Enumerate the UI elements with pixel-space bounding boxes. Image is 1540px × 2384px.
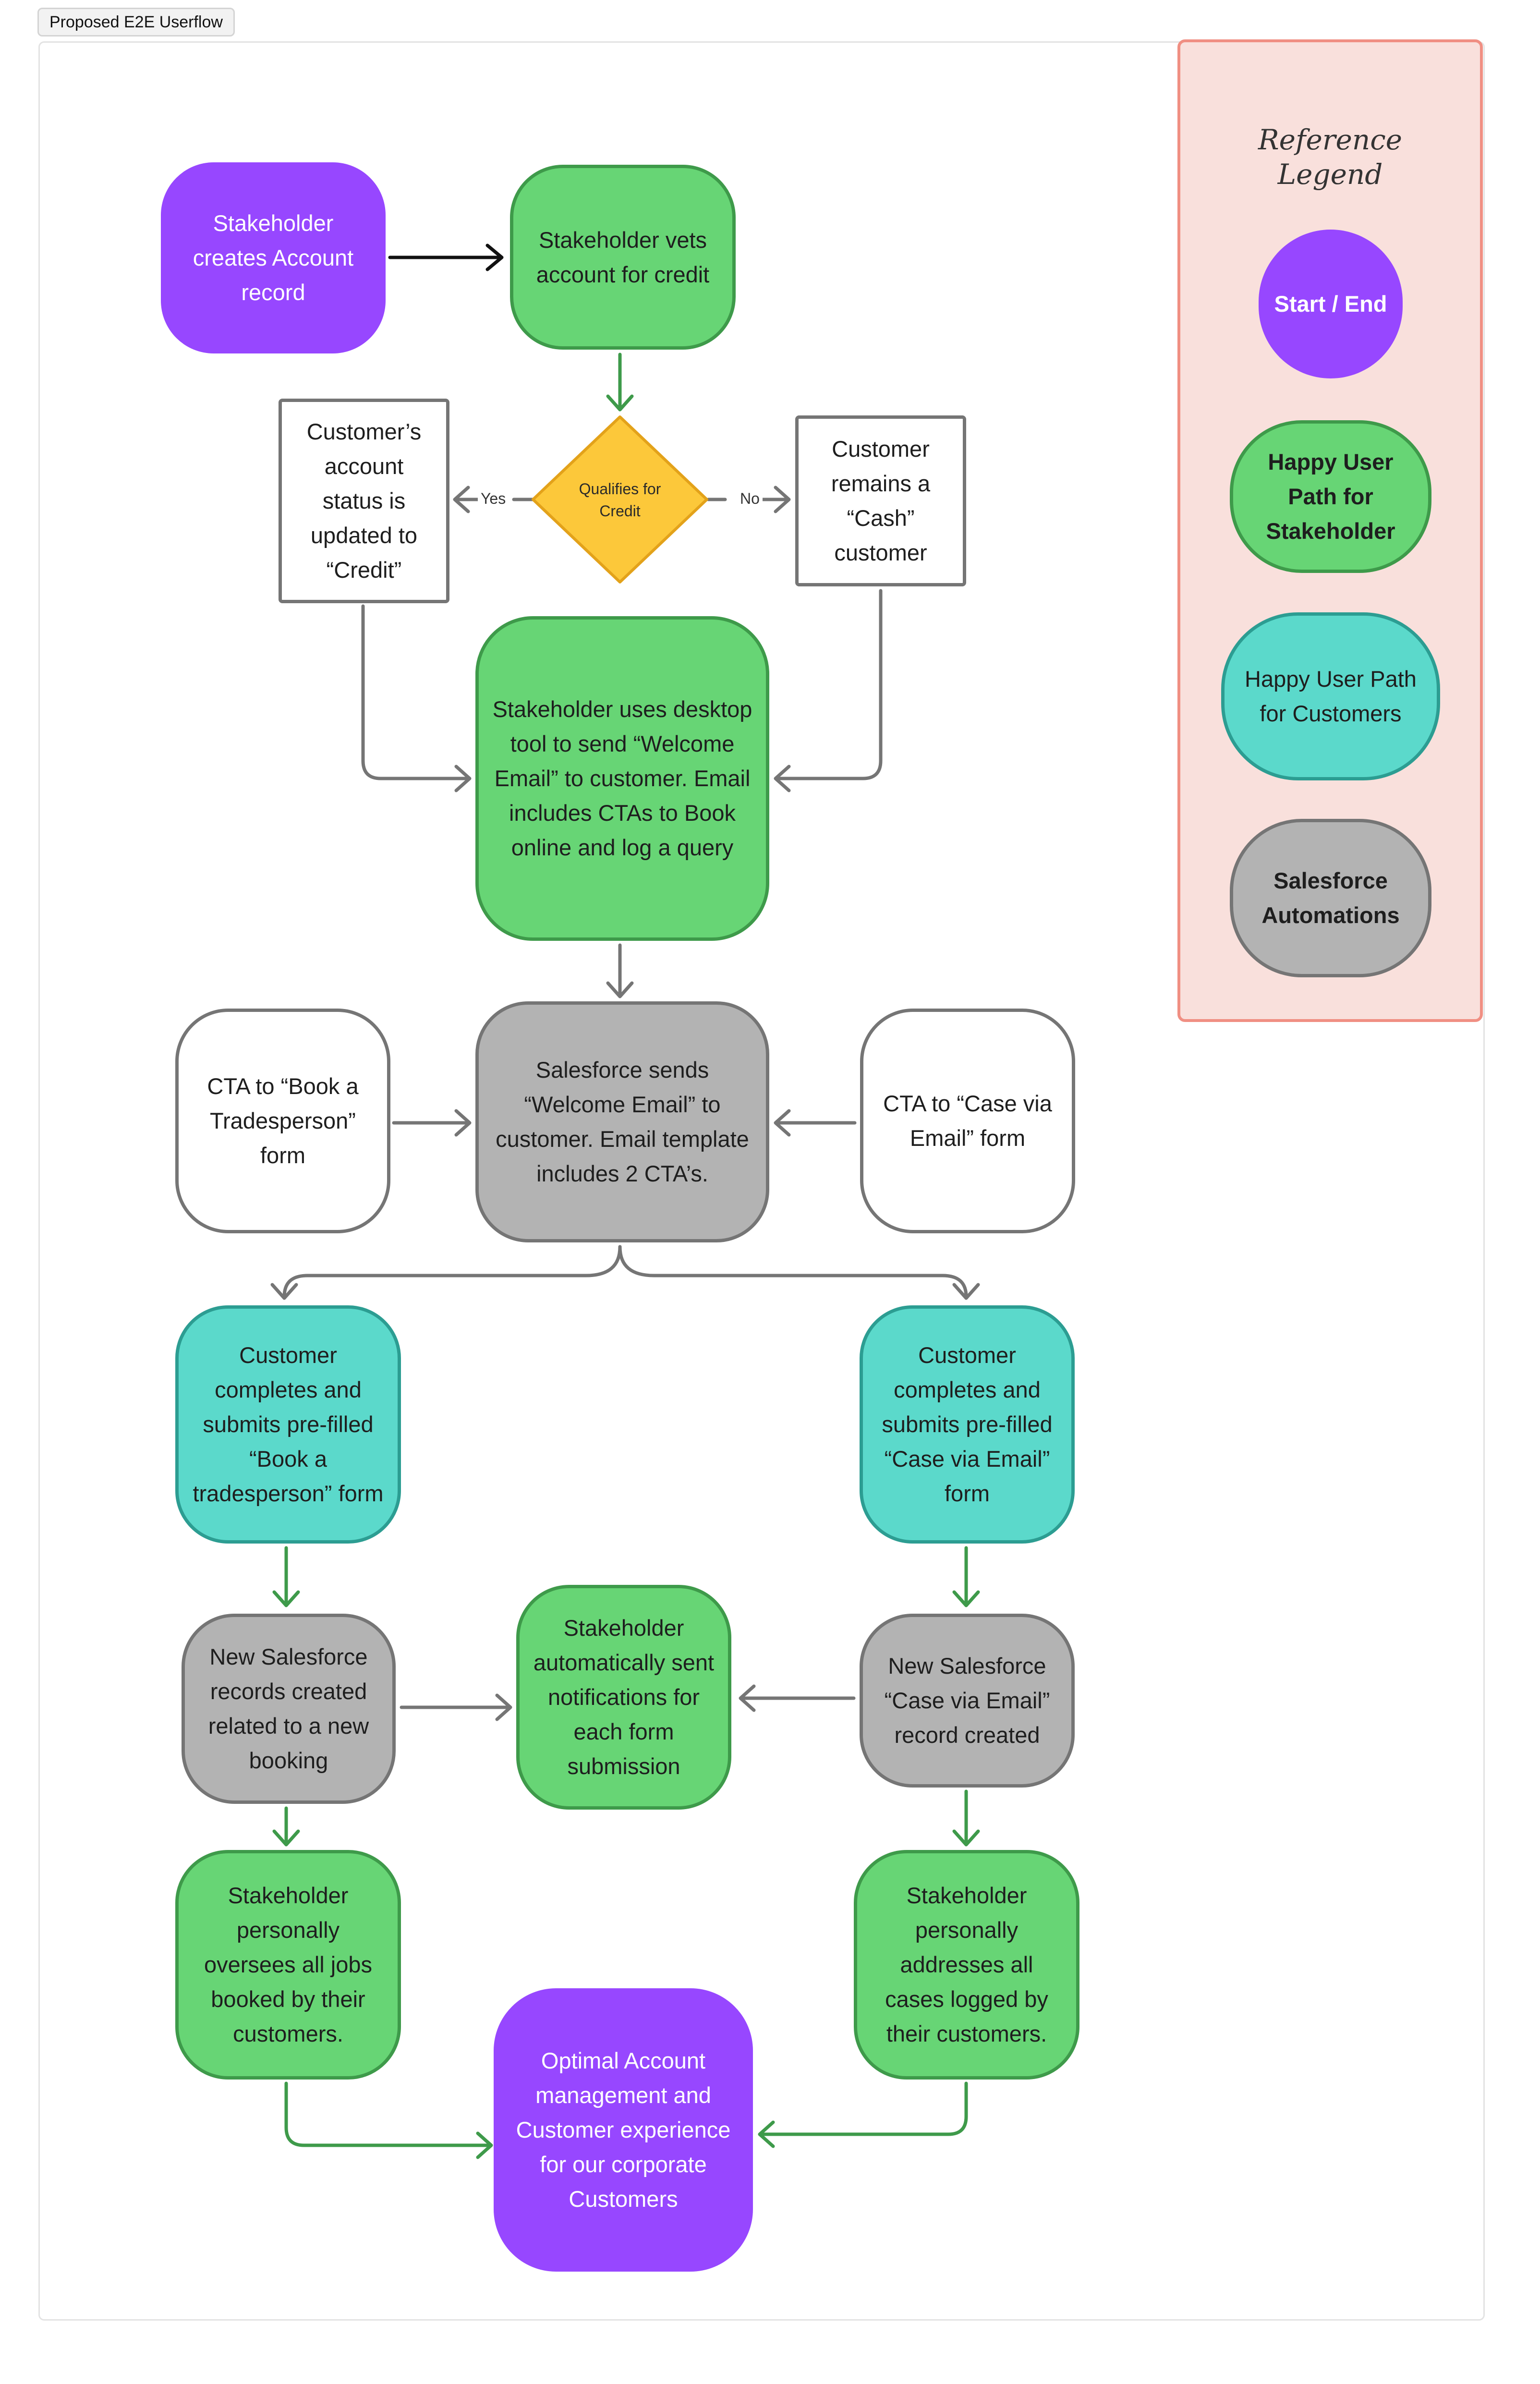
edge-create-to-vet xyxy=(388,243,504,271)
node-oversees-jobs: Stakeholder personally oversees all jobs… xyxy=(175,1850,401,2080)
page-tag: Proposed E2E Userflow xyxy=(37,8,235,36)
node-customer-case: Customer completes and submits pre-fille… xyxy=(860,1305,1075,1544)
edge-cta-case-to-sf xyxy=(774,1109,857,1137)
node-addresses-cases: Stakeholder personally addresses all cas… xyxy=(854,1850,1079,2080)
edge-cta-book-to-sf xyxy=(392,1109,472,1137)
edge-vet-to-decision xyxy=(606,353,634,412)
node-sf-sends: Salesforce sends “Welcome Email” to cust… xyxy=(475,1001,769,1242)
node-cta-book: CTA to “Book a Tradesperson” form xyxy=(175,1009,390,1233)
node-notifications: Stakeholder automatically sent notificat… xyxy=(516,1585,731,1810)
legend-salesforce: Salesforce Automations xyxy=(1230,819,1431,977)
node-status-credit: Customer’s account status is updated to … xyxy=(279,399,449,603)
legend-start-end: Start / End xyxy=(1259,230,1403,378)
legend-happy-stakeholder: Happy User Path for Stakeholder xyxy=(1230,420,1431,573)
node-sf-case-record: New Salesforce “Case via Email” record c… xyxy=(860,1614,1075,1788)
node-customer-book: Customer completes and submits pre-fille… xyxy=(175,1305,401,1544)
legend-happy-customer: Happy User Path for Customers xyxy=(1221,612,1440,780)
edge-oversee-to-optimal xyxy=(284,2081,493,2159)
edge-cash-to-desktop xyxy=(774,589,883,792)
edge-sf-branch-split xyxy=(270,1245,980,1300)
decision-diamond xyxy=(532,415,708,584)
edge-case-record-to-notifications xyxy=(739,1684,856,1712)
node-desktop-tool: Stakeholder uses desktop tool to send “W… xyxy=(475,616,769,941)
edge-records-to-notifications xyxy=(400,1693,512,1721)
node-vet-credit: Stakeholder vets account for credit xyxy=(510,165,736,350)
edge-customer-book-to-records xyxy=(272,1546,300,1607)
edge-addresses-to-optimal xyxy=(758,2081,968,2148)
edge-label-yes: Yes xyxy=(478,490,509,508)
edge-records-to-oversee xyxy=(272,1806,300,1847)
node-sf-records-booking: New Salesforce records created related t… xyxy=(182,1614,396,1804)
legend-title: Reference Legend xyxy=(1258,123,1402,191)
edge-decision-to-credit xyxy=(453,486,535,513)
node-optimal: Optimal Account management and Customer … xyxy=(494,1988,753,2272)
decision-text: Qualifies for Credit xyxy=(579,480,661,520)
edge-customer-case-to-record xyxy=(952,1546,980,1607)
edge-credit-to-desktop xyxy=(361,604,472,792)
edge-record-to-addresses xyxy=(952,1789,980,1847)
node-create-account: Stakeholder creates Account record xyxy=(161,162,386,353)
node-cta-case: CTA to “Case via Email” form xyxy=(860,1009,1075,1233)
node-cash-customer: Customer remains a “Cash” customer xyxy=(795,415,966,586)
edge-desktop-to-sf xyxy=(606,943,634,998)
edge-label-no: No xyxy=(737,490,763,508)
edge-decision-to-cash xyxy=(706,486,791,513)
decision-label: Qualifies for Credit xyxy=(570,478,670,522)
